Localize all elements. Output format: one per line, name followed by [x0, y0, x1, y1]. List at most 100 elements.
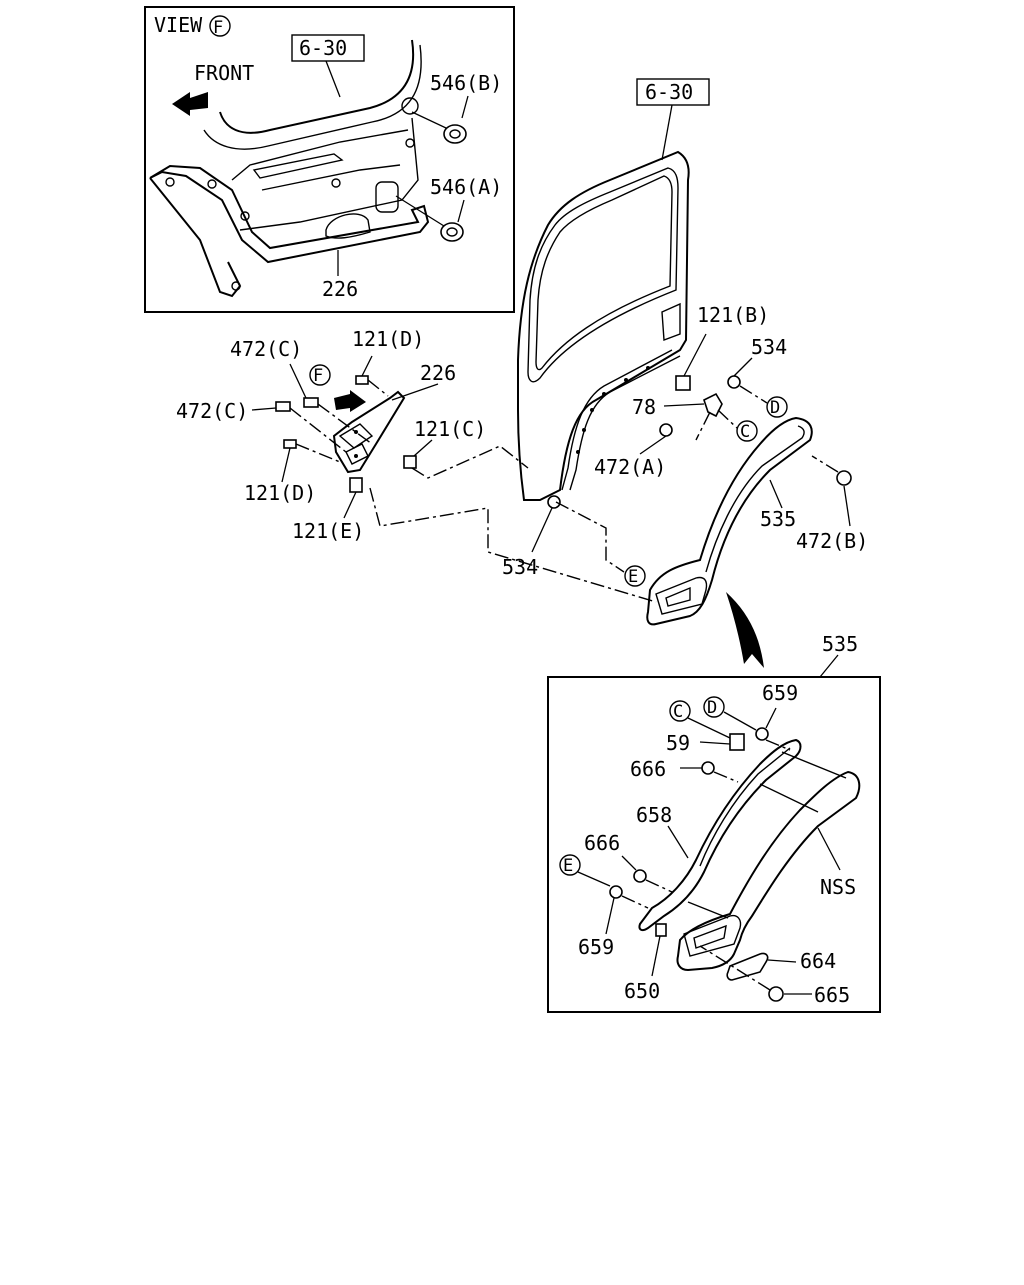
- label-546a: 546(A): [430, 175, 502, 199]
- leader-121b: [683, 333, 707, 377]
- inset-small-hole-2: [331, 178, 341, 188]
- step-535-tread-slot: [665, 586, 691, 607]
- label-472b: 472(B): [796, 529, 868, 553]
- leader-534-bottom: [531, 507, 553, 553]
- leader-472b: [843, 485, 851, 527]
- door-clip-dot-1: [602, 392, 606, 396]
- grommet-546a-inner: [446, 227, 458, 237]
- inset-door-lower-edge: [203, 44, 422, 150]
- label-666-top: 666: [630, 757, 666, 781]
- door-clip-dot-5: [624, 378, 628, 382]
- inset-bracket-hole-3: [231, 281, 241, 291]
- callout-e-letter: E: [628, 567, 638, 587]
- leader-78: [663, 403, 705, 407]
- bolt-534-top: [727, 375, 741, 389]
- leader-d-to-659: [723, 711, 757, 731]
- link-line-1: [781, 751, 847, 779]
- door-assembly: 6-30: [517, 78, 710, 501]
- ref-630-main-leader: [661, 104, 673, 161]
- axis-665: [699, 945, 771, 991]
- label-nss: NSS: [820, 875, 856, 899]
- axis-121c-to-door: [411, 445, 529, 479]
- inset-bracket-226: [149, 164, 430, 264]
- clip-121b: [675, 375, 691, 391]
- leader-226-main: [391, 383, 439, 401]
- inset-step-top: [231, 129, 409, 181]
- step-535-main: [646, 416, 813, 626]
- bolt-666-top: [701, 761, 715, 775]
- label-121e: 121(E): [292, 519, 364, 543]
- label-666-mid: 666: [584, 831, 620, 855]
- detail-callout-e-letter: E: [563, 856, 573, 876]
- ref-630-inset-leader: [325, 60, 341, 98]
- door-clip-dot-6: [646, 366, 650, 370]
- leader-546a-to-hole: [395, 195, 445, 227]
- bolt-121d-bottom: [283, 439, 297, 449]
- axis-666-top: [713, 771, 739, 783]
- label-664: 664: [800, 949, 836, 973]
- label-78: 78: [632, 395, 656, 419]
- axis-121d-top: [367, 379, 389, 397]
- label-546b: 546(B): [430, 71, 502, 95]
- inset-small-hole-3: [240, 211, 250, 221]
- label-659-top: 659: [762, 681, 798, 705]
- door-clip-dot-4: [576, 450, 580, 454]
- axis-to-d: [739, 385, 768, 404]
- direction-arrow-icon: [334, 390, 366, 412]
- label-665: 665: [814, 983, 850, 1007]
- leader-472c-left: [251, 407, 277, 411]
- leader-472c-top: [289, 363, 307, 399]
- callout-d: [766, 396, 788, 418]
- plate-664: [726, 952, 769, 981]
- axis-666-mid: [645, 879, 673, 893]
- bracket-226-tab: [345, 443, 369, 465]
- bolt-659-bottom: [609, 885, 623, 899]
- door-outline: [517, 150, 690, 501]
- label-534-bottom: 534: [502, 555, 538, 579]
- leader-59: [699, 741, 731, 745]
- inset-step-slot: [252, 153, 344, 179]
- view-f-inset: VIEW F FRONT 6-30: [144, 6, 515, 313]
- callout-f-letter: F: [313, 366, 323, 386]
- detail-callout-c: [669, 700, 691, 722]
- inset-panel-line: [261, 164, 401, 191]
- panel-658-edge: [699, 747, 791, 867]
- label-472c-top: 472(C): [230, 337, 302, 361]
- step-nss-tread: [683, 914, 742, 957]
- label-658: 658: [636, 803, 672, 827]
- inset-top-hole: [401, 97, 419, 115]
- view-f-callout-letter: F: [213, 18, 223, 38]
- grommet-546a: [440, 222, 464, 242]
- label-535-detail: 535: [822, 632, 858, 656]
- detail-callout-c-letter: C: [673, 702, 683, 722]
- leader-546b-to-hole: [411, 111, 447, 129]
- inset-step-body: [239, 117, 419, 231]
- leader-650: [651, 935, 661, 977]
- ref-630-main-box: [636, 78, 710, 106]
- clip-121c: [403, 455, 417, 469]
- label-59: 59: [666, 731, 690, 755]
- step-fasteners: 121(B) 534 78 472(A) 472(B) 535 534 D C …: [369, 303, 868, 603]
- leader-472a: [639, 435, 667, 455]
- ref-630-main-label: 6-30: [645, 80, 693, 104]
- detail-535: 535 NSS 658 59 C D 659 666: [547, 632, 881, 1013]
- detail-callout-d: [703, 696, 725, 718]
- inset-door-upper-edge: [219, 39, 415, 134]
- view-f-frame: [144, 6, 515, 313]
- leader-546a: [457, 199, 465, 223]
- leader-121e: [343, 491, 357, 519]
- axis-472b: [811, 455, 839, 473]
- bracket-226-assembly: 226 F 121(D) 472(C) 472(C) 121(D) 121(C): [176, 327, 486, 543]
- label-650: 650: [624, 979, 660, 1003]
- inset-bracket-foot: [149, 177, 242, 298]
- leader-546b: [461, 95, 469, 119]
- axis-121d-bottom: [295, 443, 341, 463]
- callout-f: [309, 364, 331, 386]
- grommet-546b-inner: [449, 129, 461, 139]
- axis-659-top: [765, 739, 791, 751]
- leader-121d-bottom: [281, 447, 291, 483]
- step-nss: [676, 770, 861, 972]
- leader-534-top: [733, 357, 753, 377]
- link-line-3: [687, 901, 729, 919]
